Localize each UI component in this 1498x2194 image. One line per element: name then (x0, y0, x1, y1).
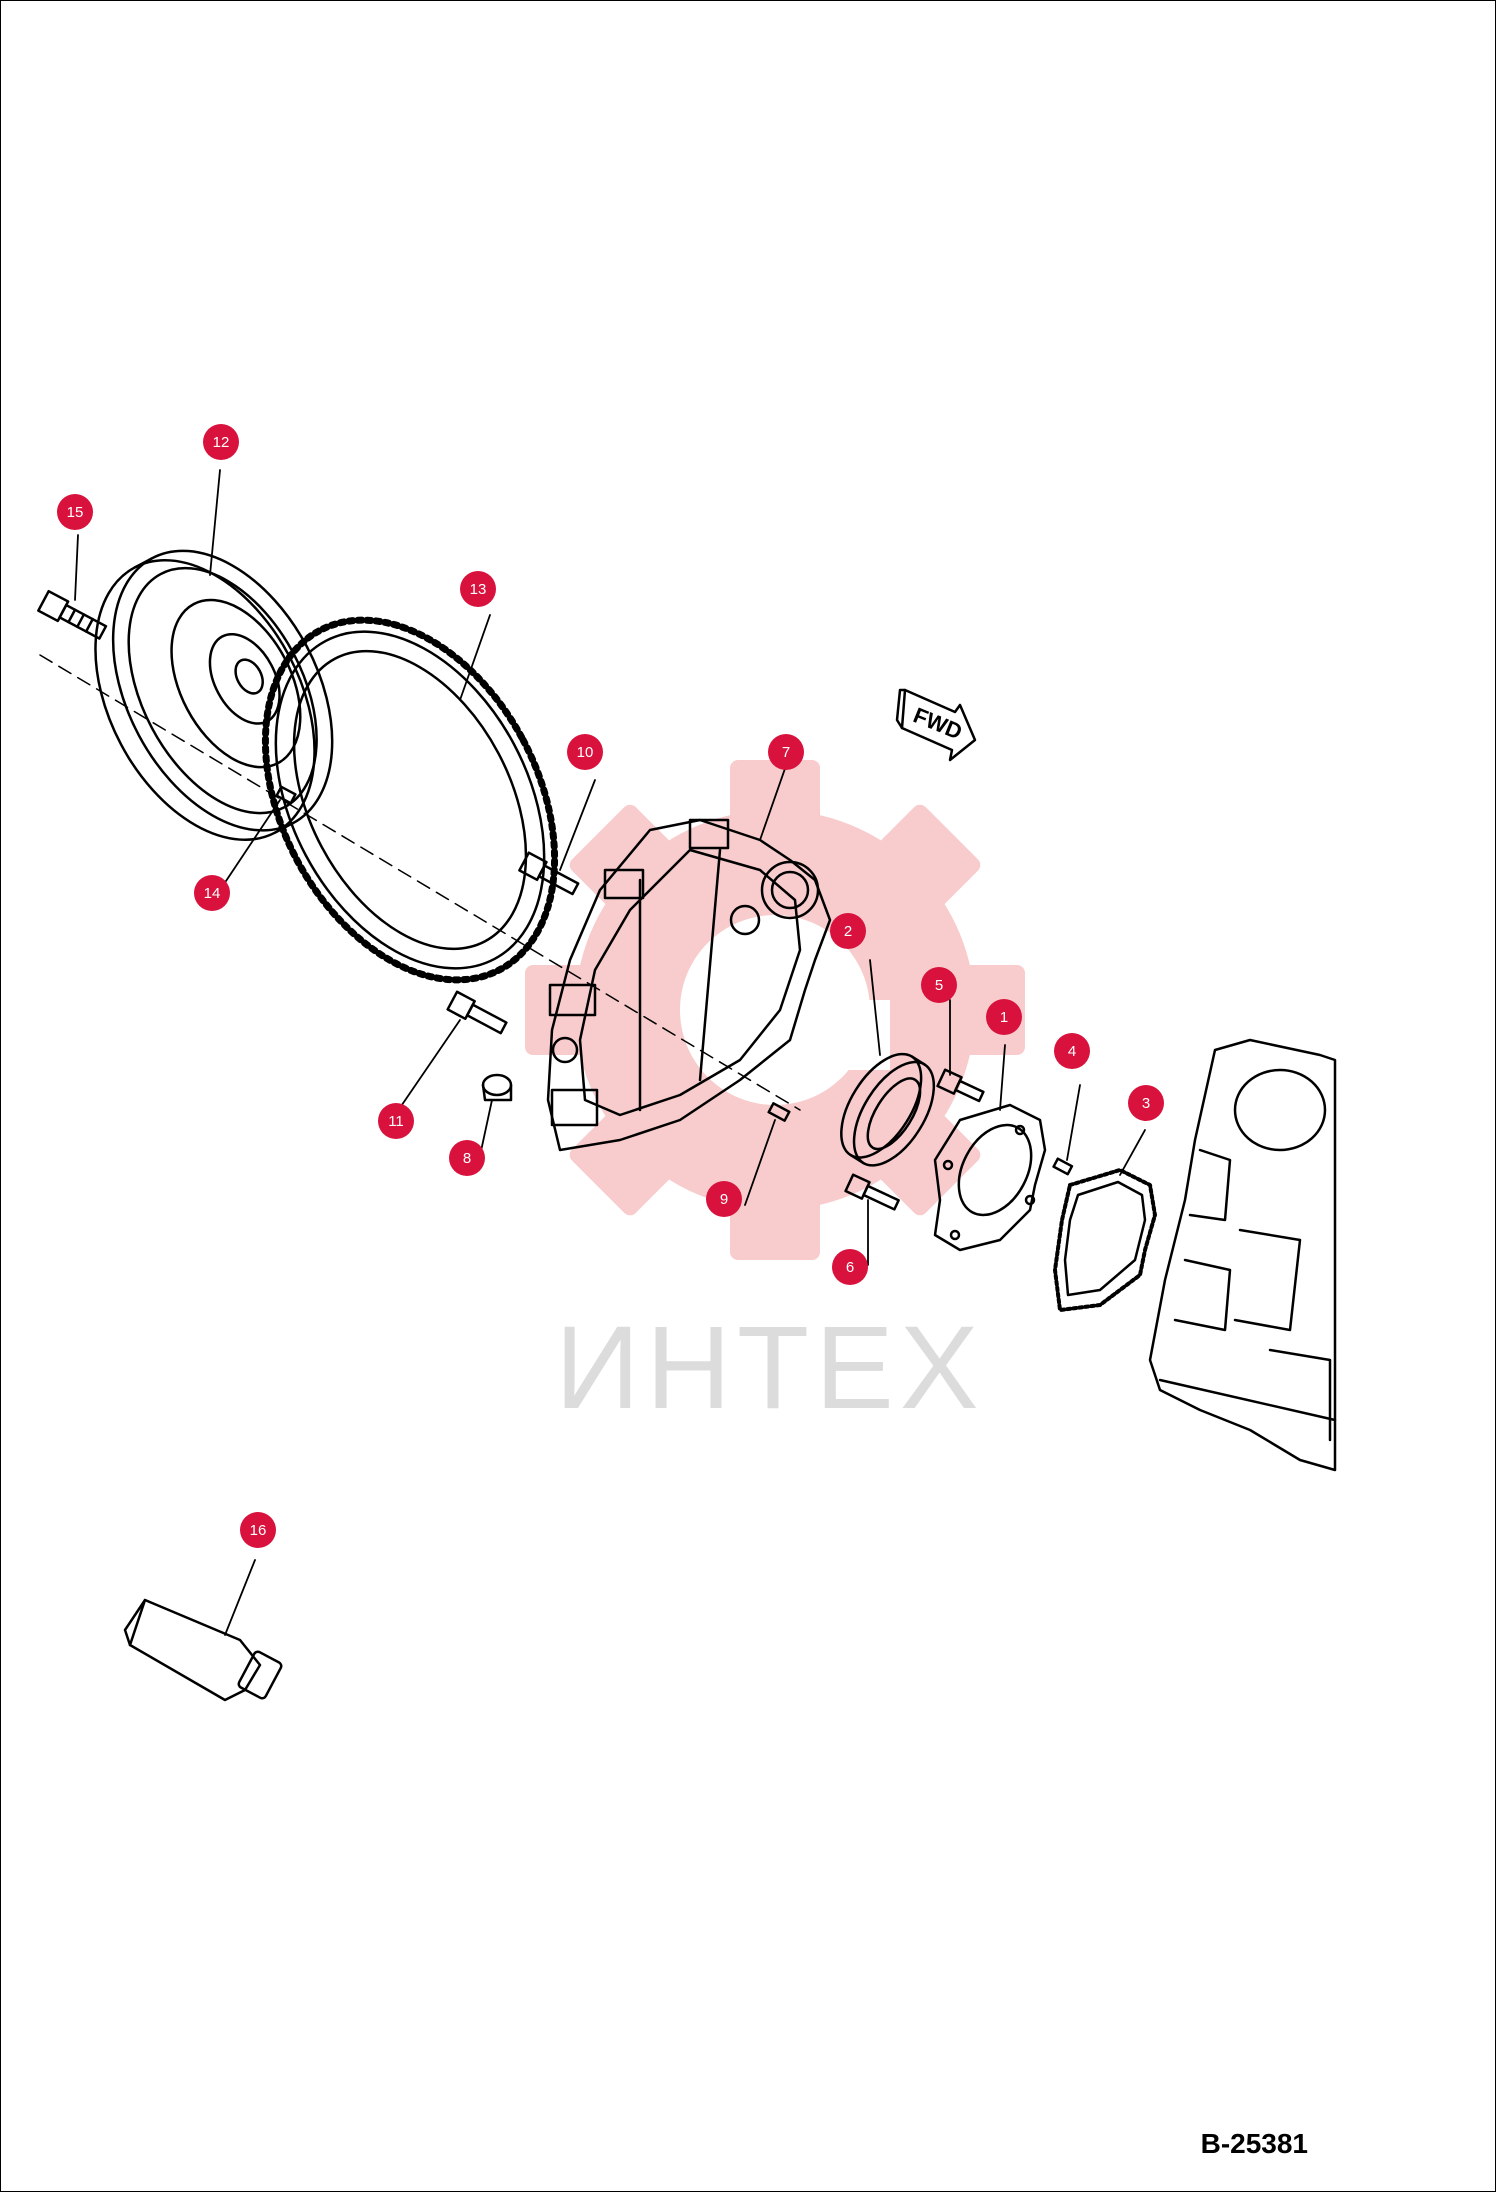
callout-9: 9 (706, 1181, 742, 1217)
grease-tube (123, 1598, 283, 1702)
drawing-code: B-25381 (1200, 2128, 1308, 2159)
fwd-arrow-icon (895, 688, 977, 762)
callout-8: 8 (449, 1140, 485, 1176)
flywheel-housing (546, 818, 832, 1152)
callout-10: 10 (567, 734, 603, 770)
callout-12: 12 (203, 424, 239, 460)
housing-bolt-upper (518, 851, 580, 896)
plug (481, 1073, 513, 1102)
flywheel-bolt (37, 589, 108, 640)
gasket (1053, 1168, 1157, 1312)
callout-11: 11 (378, 1103, 414, 1139)
seal-case-bolt-upper (936, 1068, 985, 1103)
callout-1: 1 (986, 999, 1022, 1035)
leader-lines (74, 469, 1146, 1636)
housing-bolt-lower (446, 990, 508, 1035)
callout-13: 13 (460, 571, 496, 607)
callout-4: 4 (1054, 1033, 1090, 1069)
callout-2: 2 (830, 913, 866, 949)
seal-case-bolt-lower (844, 1173, 900, 1211)
flywheel (94, 549, 334, 841)
callout-14: 14 (194, 875, 230, 911)
callout-6: 6 (832, 1249, 868, 1285)
engine-block (1148, 1038, 1337, 1472)
watermark-text: ИНТЕХ (555, 1302, 985, 1434)
ring-gear (261, 616, 559, 984)
dowel-pin-small (1052, 1157, 1074, 1176)
oil-seal (840, 1052, 936, 1167)
callout-7: 7 (768, 734, 804, 770)
callout-3: 3 (1128, 1085, 1164, 1121)
callout-15: 15 (57, 494, 93, 530)
locating-pin (767, 1102, 791, 1122)
seal-case (933, 1103, 1047, 1252)
callout-5: 5 (921, 967, 957, 1003)
callout-16: 16 (240, 1512, 276, 1548)
assembly-axis-line (39, 654, 801, 1111)
